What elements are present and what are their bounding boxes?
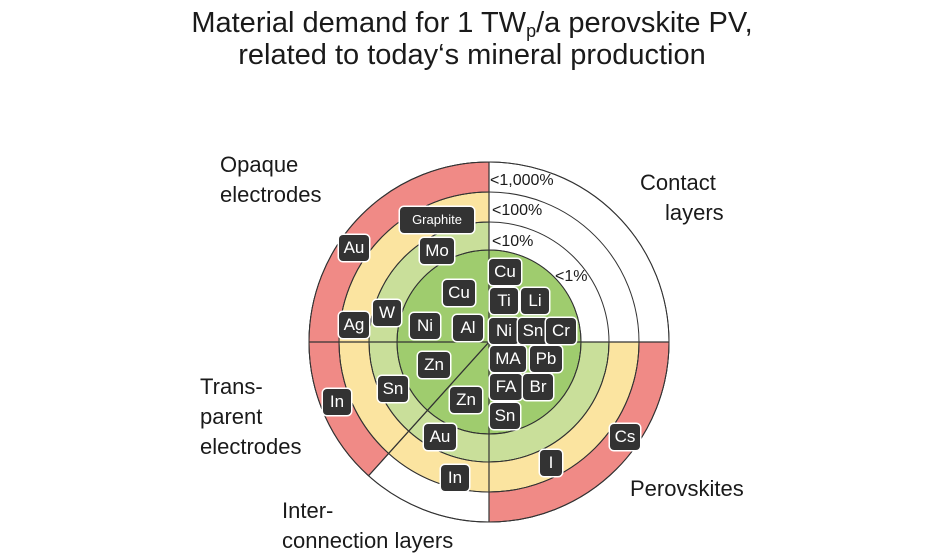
diagram-title-line1: Material demand for 1 TWp/a perovskite P… [191, 7, 753, 41]
category-opaque-line1: Opaque [220, 152, 299, 177]
chip-interconnection-in: In [441, 465, 469, 491]
category-transparent-line1: Trans- [200, 374, 263, 399]
chip-contact-ni: Ni [489, 318, 519, 344]
category-perovskites: Perovskites [630, 476, 744, 501]
sector-divider-222 [368, 341, 490, 477]
chip-contact-cu: Cu [489, 259, 521, 285]
chip-perovskites-ma: MA [490, 346, 526, 372]
chip-opaque-ag: Ag [339, 312, 369, 338]
chip-interconnection-zn: Zn [450, 387, 482, 413]
category-interconnection-line1: Inter- [282, 498, 334, 523]
chip-contact-ti: Ti [490, 288, 518, 314]
chip-transparent-zn: Zn [418, 352, 450, 378]
chip-interconnection-au: Au [424, 424, 456, 450]
chip-opaque-w: W [373, 300, 401, 326]
chip-opaque-graphite: Graphite [400, 207, 474, 233]
level-label-10: <10% [492, 233, 534, 250]
chip-perovskites-cs: Cs [610, 424, 640, 450]
chip-contact-cr: Cr [546, 318, 576, 344]
category-transparent-line2: parent [200, 404, 263, 429]
chip-opaque-ni: Ni [410, 313, 440, 339]
level-label-1000: <1,000% [490, 172, 554, 189]
category-transparent-line3: electrodes [200, 434, 302, 459]
chip-opaque-au: Au [339, 235, 369, 261]
chip-opaque-cu: Cu [443, 280, 475, 306]
chip-perovskites-i: I [540, 450, 562, 476]
category-contact-line2: layers [665, 200, 724, 225]
chip-contact-li: Li [521, 288, 549, 314]
level-label-100: <100% [492, 202, 543, 219]
level-label-1: <1% [555, 268, 588, 285]
chip-contact-sn: Sn [518, 318, 548, 344]
chip-perovskites-fa: FA [490, 374, 522, 400]
chip-transparent-in: In [323, 389, 351, 415]
chip-perovskites-sn: Sn [490, 403, 520, 429]
chip-transparent-sn: Sn [378, 376, 408, 402]
chip-perovskites-pb: Pb [530, 346, 562, 372]
category-interconnection-line2: connection layers [282, 528, 454, 553]
chip-opaque-mo: Mo [420, 238, 454, 264]
diagram-title-line2: related to today‘s mineral production [238, 39, 706, 71]
chip-opaque-al: Al [453, 315, 483, 341]
category-contact-line1: Contact [640, 170, 716, 195]
category-opaque-line2: electrodes [220, 182, 322, 207]
chip-perovskites-br: Br [523, 374, 553, 400]
